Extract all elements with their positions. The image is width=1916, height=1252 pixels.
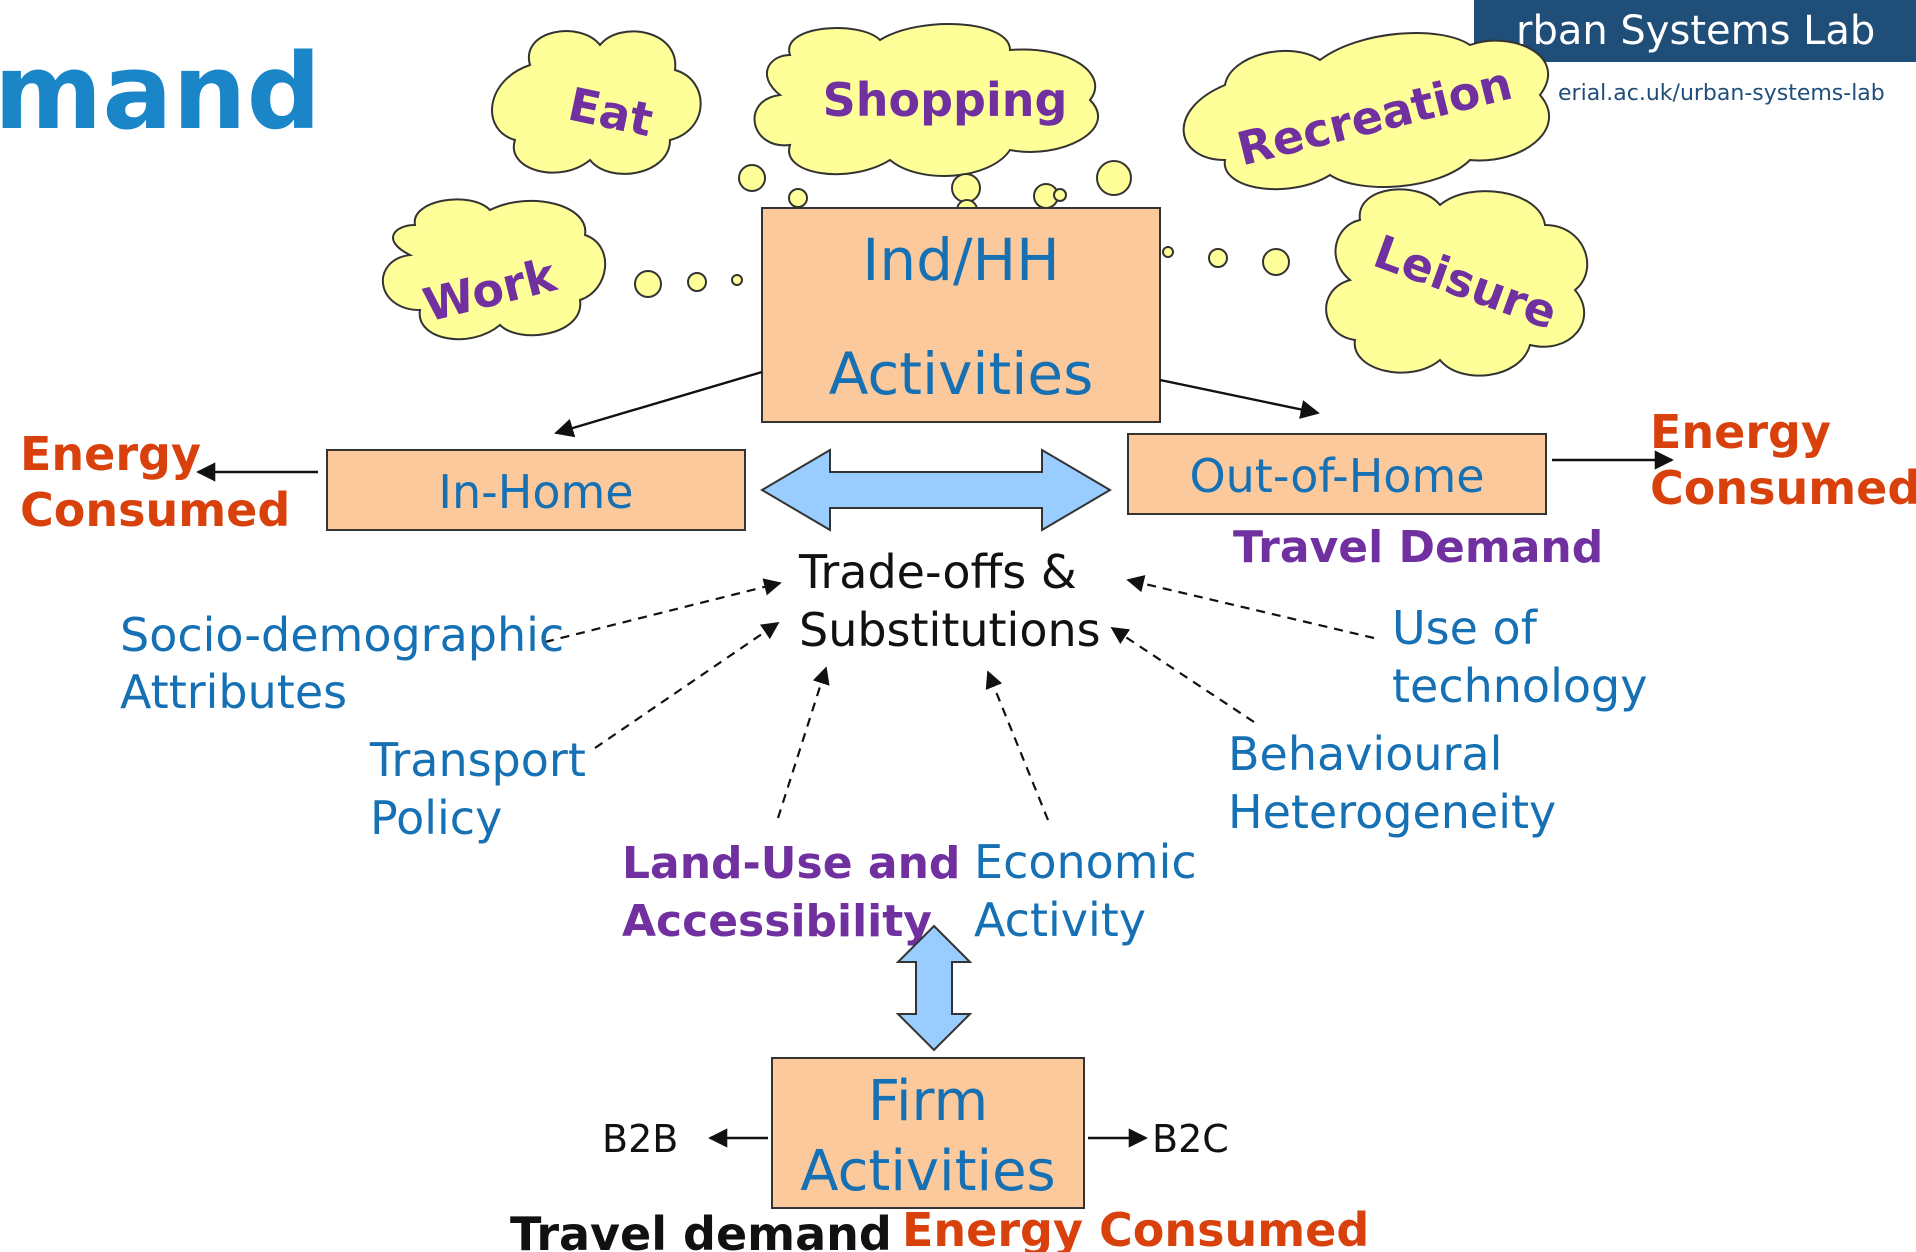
cloud-work: Work	[382, 198, 607, 341]
tech-line1: Use of	[1392, 601, 1539, 655]
energy-right-line1: Energy	[1650, 405, 1831, 459]
landuse-line2: Accessibility	[622, 896, 932, 947]
firm-double-arrow	[895, 924, 973, 1052]
energy-consumed-bottom: Energy Consumed	[902, 1203, 1369, 1252]
travel-demand-bottom: Travel demand	[510, 1207, 892, 1252]
cloud-shopping-label: Shopping	[823, 73, 1068, 127]
lab-url[interactable]: erial.ac.uk/urban-systems-lab	[1558, 81, 1885, 106]
behav-line2: Heterogeneity	[1228, 785, 1556, 839]
energy-left-line1: Energy	[20, 427, 201, 481]
firm-activities-label: Activities	[800, 1139, 1055, 1204]
cloud-recreation: Recreation	[1182, 32, 1550, 191]
travel-demand-top: Travel Demand	[1233, 522, 1603, 573]
in-out-double-arrow	[760, 448, 1112, 532]
b2b-label: B2B	[602, 1117, 678, 1161]
out-of-home-box: Out-of-Home	[1127, 433, 1547, 515]
lab-banner	[1474, 0, 1916, 62]
tradeoffs-line1: Trade-offs &	[798, 545, 1077, 599]
cloud-shopping: Shopping	[753, 23, 1099, 177]
cloud-eat: Eat	[491, 30, 702, 175]
out-of-home-label: Out-of-Home	[1189, 449, 1484, 503]
tradeoffs-line2: Substitutions	[799, 603, 1101, 657]
activities-label: Activities	[829, 340, 1094, 408]
behav-line1: Behavioural	[1228, 727, 1502, 781]
landuse-line1: Land-Use and	[622, 838, 960, 889]
transport-line1: Transport	[369, 733, 586, 787]
lab-name: rban Systems Lab	[1516, 8, 1875, 54]
economic-line2: Activity	[974, 893, 1146, 947]
cloud-leisure: Leisure	[1325, 188, 1589, 377]
b2c-label: B2C	[1152, 1117, 1229, 1161]
socio-line1: Socio-demographic	[120, 608, 564, 662]
firm-activities-box: Firm Activities	[771, 1057, 1085, 1209]
economic-line1: Economic	[974, 835, 1197, 889]
in-home-label: In-Home	[438, 465, 633, 519]
page-title: mand	[0, 31, 321, 153]
ind-hh-label: Ind/HH	[862, 226, 1059, 294]
ind-hh-activities-box: Ind/HH Activities	[761, 207, 1161, 423]
socio-line2: Attributes	[120, 665, 347, 719]
tech-line2: technology	[1392, 659, 1647, 713]
firm-label: Firm	[868, 1069, 988, 1134]
transport-line2: Policy	[370, 791, 502, 845]
in-home-box: In-Home	[326, 449, 746, 531]
energy-right-line2: Consumed	[1650, 461, 1916, 515]
energy-left-line2: Consumed	[20, 483, 290, 537]
